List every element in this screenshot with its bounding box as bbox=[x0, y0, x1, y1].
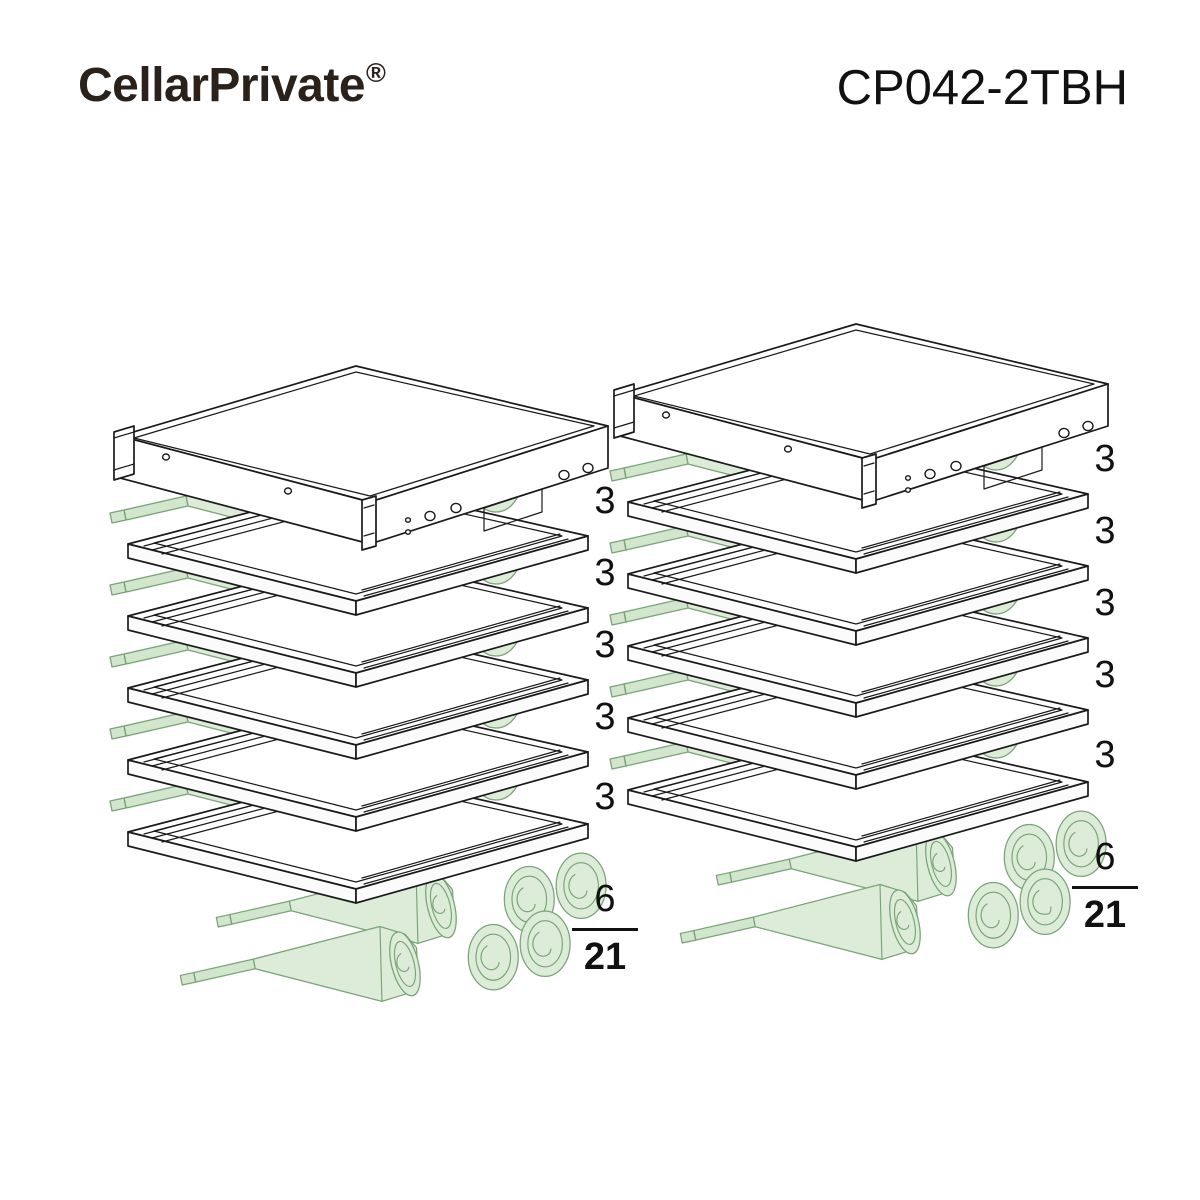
registered-trademark-icon: ® bbox=[366, 58, 386, 88]
right-capacity-row-3: 3 bbox=[1094, 582, 1116, 624]
right-capacity-row-6: 6 bbox=[1094, 836, 1116, 878]
left-capacity-row-2: 3 bbox=[594, 552, 616, 594]
left-total-divider bbox=[572, 928, 638, 931]
left-capacity-row-5: 3 bbox=[594, 776, 616, 818]
right-capacity-row-2: 3 bbox=[1094, 510, 1116, 552]
right-shelf-stack bbox=[609, 323, 1109, 960]
left-capacity-row-1: 3 bbox=[594, 480, 616, 522]
left-total-capacity: 21 bbox=[583, 936, 627, 978]
right-bulk-bottles bbox=[679, 810, 1107, 960]
left-capacity-row-3: 3 bbox=[594, 624, 616, 666]
left-shelf-stack bbox=[109, 365, 609, 1002]
right-total-capacity: 21 bbox=[1083, 894, 1127, 936]
right-capacity-row-5: 3 bbox=[1094, 734, 1116, 776]
left-capacity-row-6: 6 bbox=[594, 878, 616, 920]
left-top-control-panel bbox=[113, 365, 609, 551]
left-bulk-bottles bbox=[179, 852, 607, 1002]
brand-name: CellarPrivate bbox=[78, 59, 366, 112]
right-top-control-panel bbox=[613, 323, 1109, 509]
left-capacity-row-4: 3 bbox=[594, 696, 616, 738]
brand-logo: CellarPrivate® bbox=[78, 58, 386, 113]
right-capacity-row-4: 3 bbox=[1094, 654, 1116, 696]
right-total-divider bbox=[1072, 886, 1138, 889]
right-capacity-row-1: 3 bbox=[1094, 438, 1116, 480]
model-number: CP042-2TBH bbox=[836, 61, 1128, 115]
